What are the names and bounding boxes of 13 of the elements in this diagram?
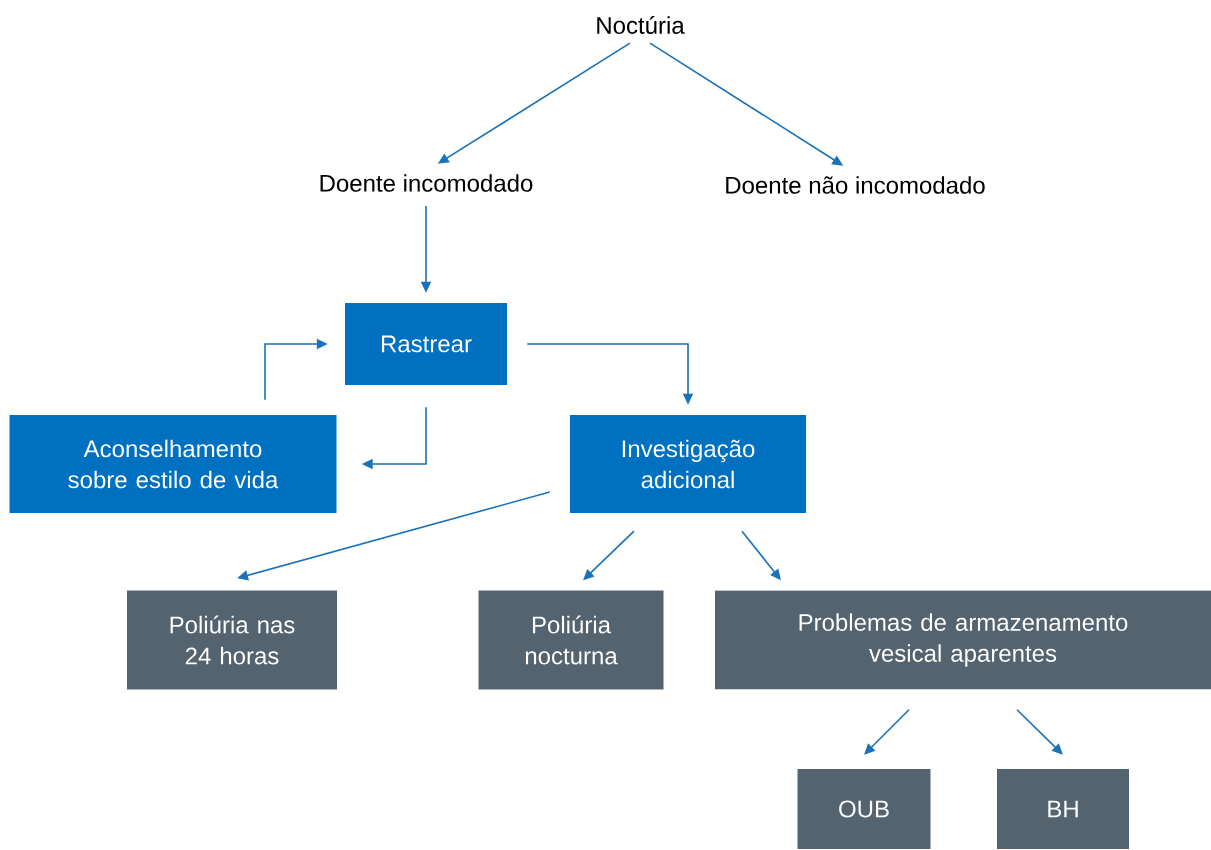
arrow — [1016, 708, 1063, 755]
node-label: Noctúria — [597, 16, 685, 34]
process-box: Investigação adicional — [570, 415, 806, 513]
outcome-box: OUB — [797, 769, 931, 849]
arrow — [864, 708, 910, 755]
outcome-box: Poliúria nas 24 horas — [127, 590, 337, 690]
process-box: Aconselhamento sobre estilo de vida — [9, 415, 337, 513]
node-label: Doente não incomodado — [726, 176, 985, 194]
node-label: Doente incomodado — [320, 174, 533, 192]
outcome-box: Poliúria nocturna — [478, 590, 664, 690]
outcome-box: BH — [997, 769, 1129, 849]
outcome-box: Problemas de armazenamento vesical aparentes — [715, 590, 1211, 690]
process-box: Rastrear — [345, 303, 507, 385]
